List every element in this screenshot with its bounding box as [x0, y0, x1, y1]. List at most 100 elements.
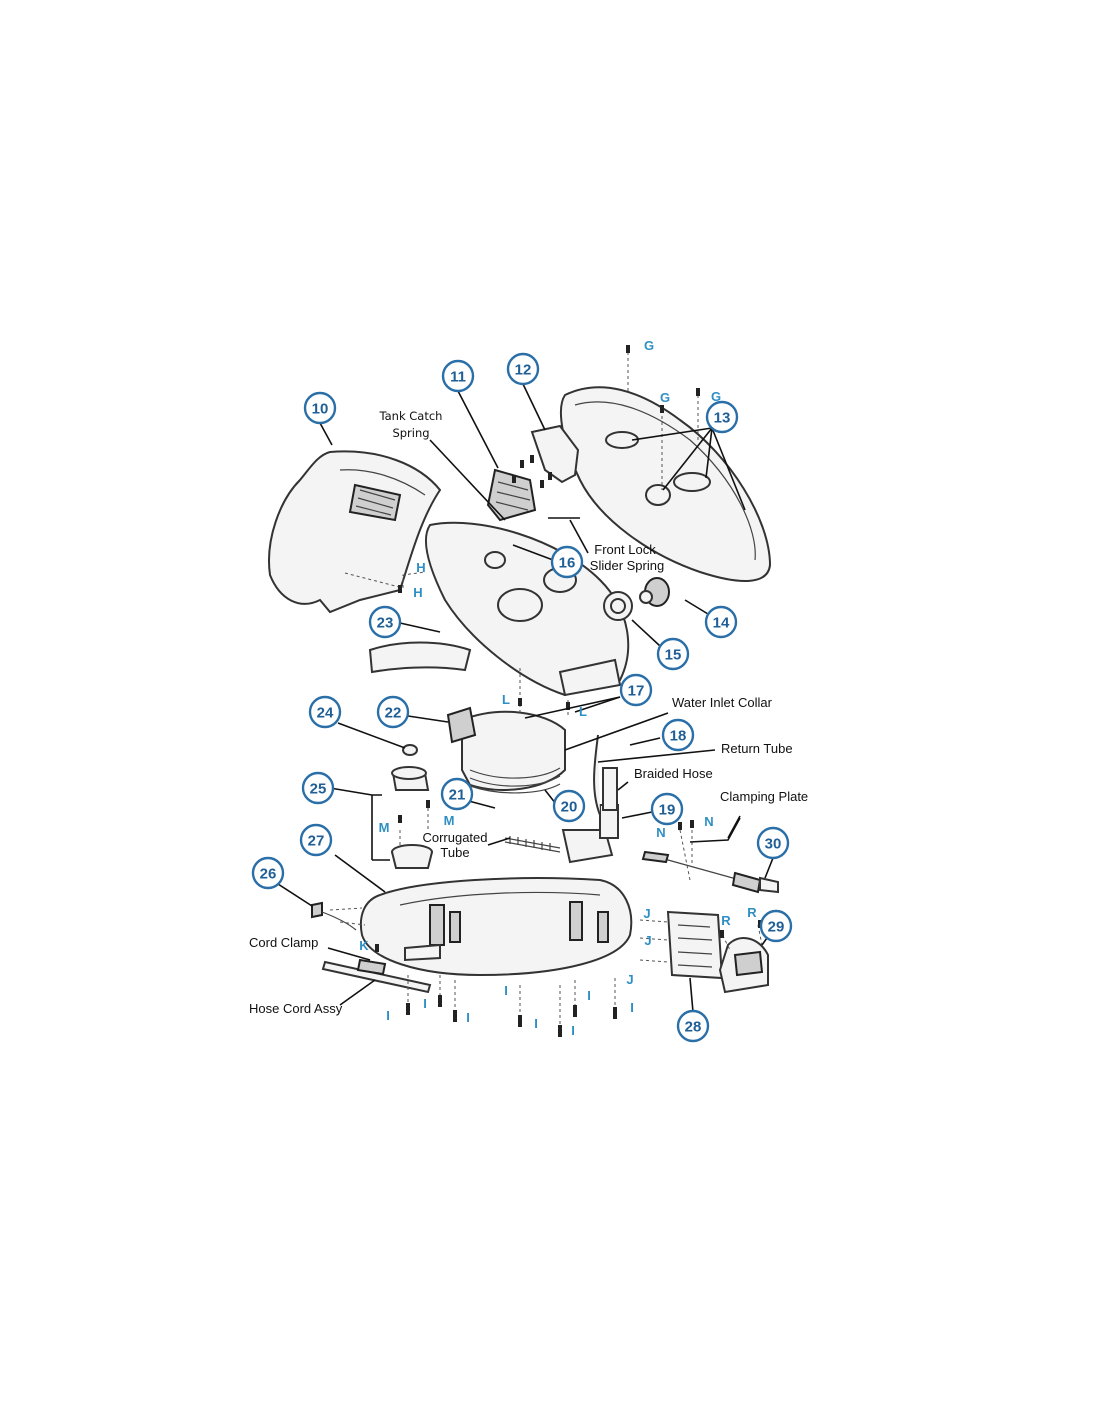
callout-18: 18	[661, 718, 695, 752]
callout-24: 24	[308, 695, 342, 729]
callout-16: 16	[550, 545, 584, 579]
hose-cord-assy-label: Hose Cord Assy	[249, 1001, 343, 1016]
cord-clip	[311, 901, 323, 919]
callout-20-number: 20	[561, 799, 578, 816]
callout-15-number: 15	[665, 647, 682, 664]
callout-10: 10	[303, 391, 337, 425]
clamping-plate-label: Clamping Plate	[720, 789, 808, 804]
braided-hose-label: Braided Hose	[634, 766, 713, 781]
valve-knob	[603, 577, 670, 621]
callout-26: 26	[251, 856, 285, 890]
callout-16-number: 16	[559, 555, 576, 572]
callout-12: 12	[506, 352, 540, 386]
callout-12-number: 12	[515, 362, 532, 379]
letter-m-2: M	[444, 813, 455, 828]
callout-29-number: 29	[768, 919, 785, 936]
boiler	[446, 706, 566, 794]
pump	[561, 767, 619, 864]
corrugated-tube-label-line2: Tube	[440, 845, 469, 860]
callout-10-number: 10	[312, 401, 329, 418]
callout-25-number: 25	[310, 781, 327, 798]
letter-i-7: I	[587, 988, 591, 1003]
letter-i-2: I	[423, 996, 427, 1011]
callout-11-number: 11	[450, 369, 466, 386]
cord-clamp-label: Cord Clamp	[249, 935, 318, 950]
callout-23: 23	[368, 605, 402, 639]
callout-21-number: 21	[449, 787, 466, 804]
letter-i-6: I	[571, 1023, 575, 1038]
corrugated-tube-label-line1: Corrugated	[422, 830, 487, 845]
callout-15: 15	[656, 637, 690, 671]
callout-30: 30	[756, 826, 790, 860]
letter-j-3: J	[626, 972, 633, 987]
letter-h-1: H	[416, 560, 425, 575]
front-lock-label-line2: Slider Spring	[590, 558, 664, 573]
circuit-board	[666, 910, 724, 980]
base-housing	[360, 877, 633, 977]
letter-g-2: G	[660, 390, 670, 405]
water-tank	[268, 450, 442, 614]
callout-19: 19	[650, 792, 684, 826]
callout-28-number: 28	[685, 1019, 702, 1036]
letter-k: K	[359, 938, 369, 953]
power-cord	[649, 854, 779, 894]
screws	[375, 345, 762, 1037]
callout-20: 20	[552, 789, 586, 823]
valve-housing	[391, 744, 433, 869]
letter-n-1: N	[656, 825, 665, 840]
return-tube-line	[593, 734, 601, 816]
callout-26-number: 26	[260, 866, 277, 883]
letter-h-2: H	[413, 585, 422, 600]
tank-catch	[530, 424, 580, 484]
switch-housing	[718, 936, 769, 994]
callout-21: 21	[440, 777, 474, 811]
letter-i-8: I	[630, 1000, 634, 1015]
letter-r-2: R	[747, 905, 757, 920]
callout-19-number: 19	[659, 802, 676, 819]
letter-g-1: G	[644, 338, 654, 353]
callout-13-number: 13	[714, 410, 731, 427]
hose-cord-rod	[321, 958, 432, 994]
callout-28: 28	[676, 1009, 710, 1043]
corrugated-tube	[504, 836, 561, 853]
top-cover-shell	[559, 386, 772, 582]
letter-g-3: G	[711, 389, 721, 404]
letter-l-1: L	[502, 692, 510, 707]
callout-25: 25	[301, 771, 335, 805]
clamping-plate-part	[641, 850, 670, 864]
callout-27: 27	[299, 823, 333, 857]
callout-18-number: 18	[670, 728, 687, 745]
letter-m-1: M	[379, 820, 390, 835]
callout-14-number: 14	[713, 615, 730, 632]
leader-lines	[277, 383, 775, 1013]
letter-j-2: J	[644, 933, 651, 948]
letter-i-4: I	[504, 983, 508, 998]
return-tube-label: Return Tube	[721, 741, 793, 756]
water-inlet-collar-label: Water Inlet Collar	[672, 695, 773, 710]
callout-22-number: 22	[385, 705, 402, 722]
front-lock-label-line1: Front Lock	[594, 542, 656, 557]
tank-catch-spring-label-line2: Spring	[392, 426, 429, 440]
callout-22: 22	[376, 695, 410, 729]
letter-j-1: J	[643, 906, 650, 921]
letter-r-1: R	[721, 913, 731, 928]
letter-n-2: N	[704, 814, 713, 829]
callout-14: 14	[704, 605, 738, 639]
letter-i-5: I	[534, 1016, 538, 1031]
callout-30-number: 30	[765, 836, 782, 853]
callout-11: 11	[441, 359, 475, 393]
letter-l-2: L	[579, 704, 587, 719]
callout-17: 17	[619, 673, 653, 707]
callout-23-number: 23	[377, 615, 394, 632]
callout-13: 13	[705, 400, 739, 434]
callout-24-number: 24	[317, 705, 334, 722]
cord-clip-wire	[321, 911, 357, 931]
callout-27-number: 27	[308, 833, 325, 850]
letter-i-3: I	[466, 1010, 470, 1025]
callout-29: 29	[759, 909, 793, 943]
callout-17-number: 17	[628, 683, 645, 700]
front-lock-slider	[486, 468, 537, 522]
tank-catch-spring-label-line1: Tank Catch	[379, 409, 443, 423]
letter-i-1: I	[386, 1008, 390, 1023]
